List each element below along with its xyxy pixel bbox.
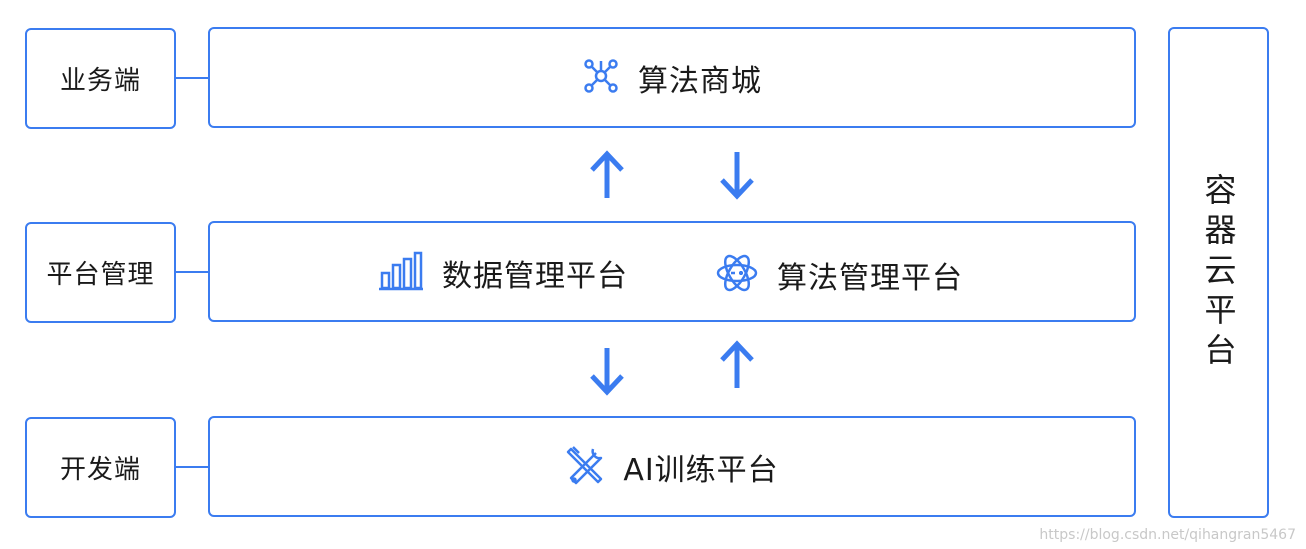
tools-icon	[565, 445, 605, 489]
network-nodes-icon	[582, 57, 620, 99]
watermark: https://blog.csdn.net/qihangran5467	[1039, 527, 1296, 543]
algorithm-mall-label: 算法商城	[638, 63, 762, 99]
container-cloud-platform-label: 容器云平台	[1199, 172, 1238, 373]
atom-icon	[715, 251, 759, 299]
dev-side-label: 开发端	[59, 455, 141, 485]
business-side-label: 业务端	[59, 66, 141, 96]
management-platforms-box: 数据管理平台 算法管理平台	[208, 221, 1136, 322]
arrow-down-icon	[720, 152, 754, 200]
arrow-up-icon	[590, 150, 624, 198]
ai-training-platform-label: AI训练平台	[623, 452, 779, 488]
platform-management-box: 平台管理	[25, 222, 176, 323]
connector-bottom	[176, 466, 209, 468]
algorithm-management-platform-label: 算法管理平台	[777, 261, 963, 296]
business-side-box: 业务端	[25, 28, 176, 129]
connector-top	[176, 77, 209, 79]
container-cloud-platform-box: 容器云平台	[1168, 27, 1269, 518]
arrow-up-icon	[720, 340, 754, 388]
platform-management-label: 平台管理	[46, 260, 155, 290]
bar-chart-icon	[378, 251, 424, 295]
connector-middle	[176, 271, 209, 273]
arrow-down-icon	[590, 348, 624, 396]
dev-side-box: 开发端	[25, 417, 176, 518]
ai-training-platform-box: AI训练平台	[208, 416, 1136, 517]
algorithm-mall-box: 算法商城	[208, 27, 1136, 128]
data-management-platform-label: 数据管理平台	[442, 259, 628, 294]
